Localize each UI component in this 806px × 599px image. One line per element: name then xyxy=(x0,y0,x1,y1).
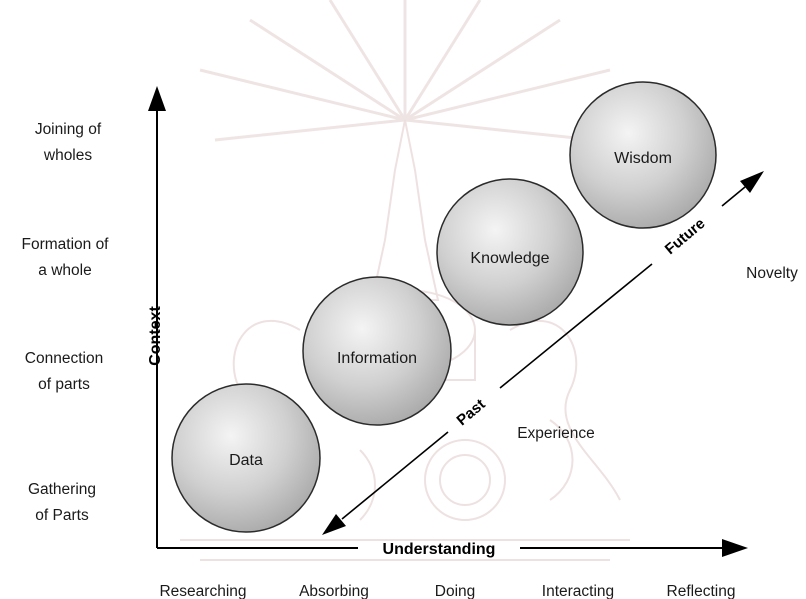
timeline-past-label: Past xyxy=(454,396,489,429)
y-level-label: of Parts xyxy=(35,507,89,524)
y-axis-label: Context xyxy=(147,306,164,366)
x-level-label: Doing xyxy=(435,583,476,599)
stage-information: Information xyxy=(302,276,452,426)
stage-circle xyxy=(302,276,452,426)
y-level-label: Connection xyxy=(25,350,103,367)
stage-data: Data xyxy=(171,383,321,533)
novelty-label: Novelty xyxy=(746,265,798,282)
x-level-label: Interacting xyxy=(542,583,614,599)
stage-knowledge: Knowledge xyxy=(436,178,584,326)
y-level-labels: Joining of wholes Formation of a whole C… xyxy=(21,121,109,524)
x-axis-label: Understanding xyxy=(383,541,496,558)
y-level-label: a whole xyxy=(38,262,91,279)
y-level-label: of parts xyxy=(38,376,90,393)
x-axis xyxy=(157,539,748,557)
timeline-arrow xyxy=(322,171,764,535)
y-axis xyxy=(148,86,166,548)
stage-label: Data xyxy=(229,452,263,469)
stage-label: Wisdom xyxy=(614,150,672,167)
y-level-label: Formation of xyxy=(21,236,109,253)
stage-circle xyxy=(569,81,717,229)
y-level-label: Gathering xyxy=(28,481,96,498)
x-level-label: Researching xyxy=(159,583,246,599)
stage-wisdom: Wisdom xyxy=(569,81,717,229)
x-level-labels: Researching Absorbing Doing Interacting … xyxy=(159,583,735,599)
x-level-label: Reflecting xyxy=(667,583,736,599)
x-level-label: Absorbing xyxy=(299,583,369,599)
stage-circle xyxy=(171,383,321,533)
experience-label: Experience xyxy=(517,425,595,442)
stage-circle xyxy=(436,178,584,326)
y-level-label: wholes xyxy=(43,147,92,164)
stage-label: Knowledge xyxy=(470,250,549,267)
stage-label: Information xyxy=(337,350,417,367)
y-level-label: Joining of xyxy=(35,121,102,138)
